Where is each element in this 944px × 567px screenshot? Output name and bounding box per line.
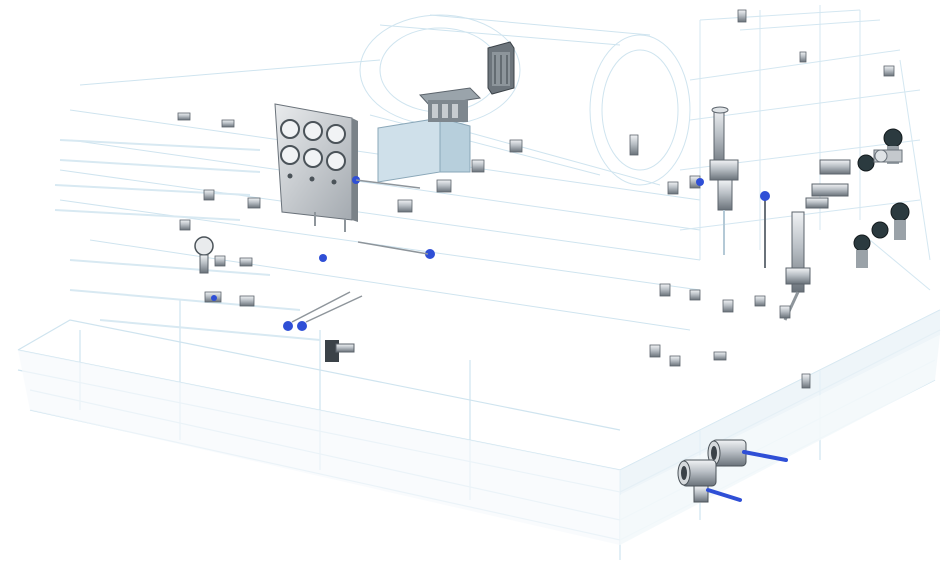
blue-handle-valves bbox=[211, 176, 704, 331]
small-fittings bbox=[177, 9, 895, 389]
valve-manifold bbox=[805, 159, 851, 209]
sensor-column bbox=[709, 106, 739, 255]
needle-valve bbox=[325, 340, 355, 362]
skid-base-surface bbox=[18, 310, 940, 545]
temperature-probe bbox=[760, 191, 770, 268]
junction-box bbox=[487, 41, 515, 95]
ball-valve-icon bbox=[677, 439, 788, 503]
diaphragm-gauge bbox=[194, 236, 214, 274]
piping-runs-left bbox=[54, 139, 321, 341]
level-gauge bbox=[783, 211, 811, 321]
pipe-rack-wireframe bbox=[679, 5, 931, 291]
pressure-transmitter-icon bbox=[853, 128, 910, 268]
control-cabinet-block bbox=[377, 87, 482, 183]
pressure-gauge-icon bbox=[280, 119, 346, 171]
gauge-panel bbox=[274, 103, 358, 232]
